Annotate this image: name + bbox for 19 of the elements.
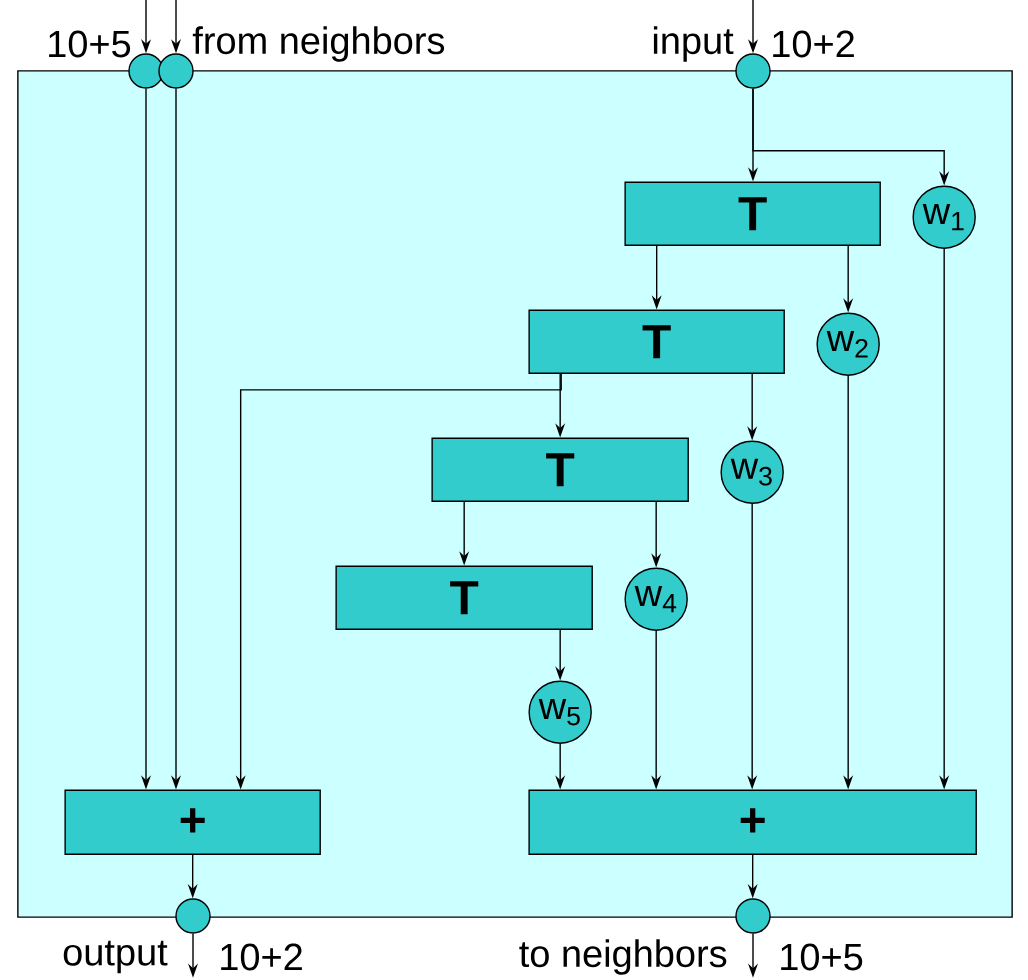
adder-box: + (64, 789, 321, 855)
port-label: to neighbors (519, 939, 727, 975)
delay-box: T (528, 309, 785, 374)
port-label: input (653, 26, 734, 62)
port-label: 10+2 (221, 943, 302, 971)
port-circle (128, 53, 164, 89)
adder-box: + (528, 789, 977, 855)
port-label: 10+5 (781, 943, 863, 971)
delay-box: T (335, 565, 593, 630)
delay-box: T (431, 437, 689, 502)
delay-box: T (624, 181, 881, 246)
port-circle (735, 898, 771, 934)
port-label: output (63, 940, 168, 974)
port-label: 10+2 (773, 30, 854, 58)
port-label: from neighbors (192, 26, 445, 62)
port-circle (735, 53, 771, 89)
port-circle (158, 53, 194, 89)
port-circle (175, 898, 211, 934)
port-label: 10+5 (49, 30, 131, 58)
